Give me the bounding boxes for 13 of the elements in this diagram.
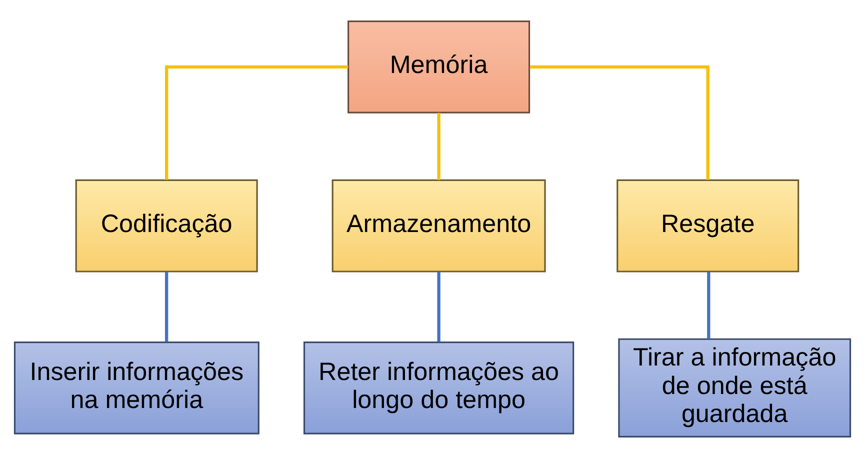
node-box: Memória	[348, 20, 530, 114]
node-box: Reter informações ao longo do tempo	[303, 342, 574, 434]
connector	[707, 272, 710, 339]
node-box: Tirar a informação de onde está guardada	[618, 338, 852, 438]
node-box: Resgate	[616, 179, 800, 272]
connector	[530, 65, 710, 180]
connector	[437, 272, 440, 342]
connector	[165, 65, 348, 180]
connector	[437, 112, 440, 180]
node-box: Armazenamento	[332, 179, 546, 272]
node-box: Inserir informações na memória	[14, 342, 260, 434]
connector	[165, 272, 168, 342]
node-box: Codificação	[75, 179, 258, 272]
